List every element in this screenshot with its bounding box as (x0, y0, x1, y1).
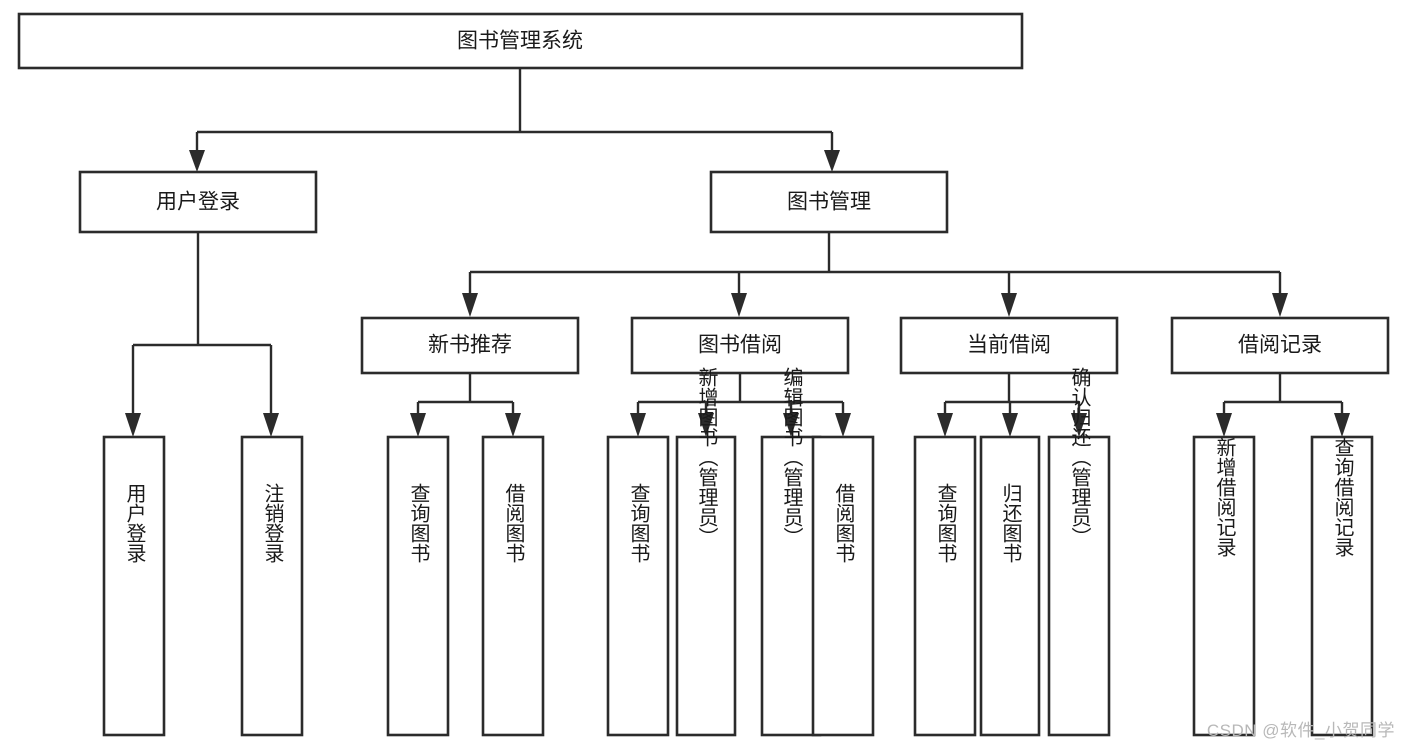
node-root[interactable]: 图书管理系统 (17, 12, 1024, 70)
leaf-add-record-box[interactable] (1192, 435, 1256, 737)
leaf-return-book-label: 归还图书 (999, 483, 1022, 563)
leaf-borrow-book-1-box[interactable] (481, 435, 545, 737)
node-book-borrow[interactable]: 图书借阅 (630, 316, 850, 375)
leaf-query-book-1[interactable]: 查询图书 (386, 435, 450, 737)
node-current-borrow-box[interactable] (899, 316, 1119, 375)
leaf-query-book-3-box[interactable] (913, 435, 977, 737)
leaf-query-book-3-label: 查询图书 (934, 483, 957, 563)
connector-current-borrow-to-leaves (937, 373, 1087, 437)
leaf-logout-login-label: 注销登录 (261, 483, 284, 563)
leaf-confirm-return-label: 确认归还（管理员） (1068, 367, 1091, 547)
leaf-user-login-label: 用户登录 (123, 483, 146, 563)
node-root-label: 图书管理系统 (457, 30, 583, 53)
leaf-confirm-return[interactable]: 确认归还（管理员） (1047, 367, 1111, 737)
leaf-add-book-box[interactable] (675, 435, 737, 737)
leaf-return-book-box[interactable] (979, 435, 1041, 737)
leaf-edit-book[interactable]: 编辑图书（管理员） (760, 367, 822, 737)
node-user-login[interactable]: 用户登录 (78, 170, 318, 234)
leaf-borrow-book-1-label: 借阅图书 (502, 483, 525, 563)
csdn-watermark: CSDN @软件_小贺同学 (1206, 721, 1395, 740)
node-new-book-recommend[interactable]: 新书推荐 (360, 316, 580, 375)
node-book-borrow-label: 图书借阅 (698, 334, 782, 357)
leaf-query-book-2-label: 查询图书 (627, 483, 650, 563)
leaf-borrow-book-2[interactable]: 借阅图书 (811, 435, 875, 737)
node-book-management-label: 图书管理 (787, 191, 871, 214)
arrow-to-book-borrow (731, 293, 747, 317)
node-user-login-box[interactable] (78, 170, 318, 234)
node-new-book-recommend-box[interactable] (360, 316, 580, 375)
leaf-borrow-book-2-label: 借阅图书 (832, 483, 855, 563)
leaf-query-record-label: 查询借阅记录 (1331, 437, 1354, 557)
node-borrow-record-label: 借阅记录 (1238, 334, 1322, 357)
leaf-query-record[interactable]: 查询借阅记录 (1310, 435, 1374, 737)
leaf-logout-login-box[interactable] (240, 435, 304, 737)
leaf-query-record-box[interactable] (1310, 435, 1374, 737)
arrow-to-new-book-recommend (462, 293, 478, 317)
connector-user-login-to-leaves (125, 232, 279, 437)
node-book-management[interactable]: 图书管理 (709, 170, 949, 234)
leaf-logout-login[interactable]: 注销登录 (240, 435, 304, 737)
arrow-to-user-login (189, 150, 205, 172)
connector-book-management-to-level3 (462, 232, 1288, 317)
leaf-add-book-label: 新增图书（管理员） (695, 367, 718, 547)
leaf-add-record[interactable]: 新增借阅记录 (1192, 435, 1256, 737)
leaf-return-book[interactable]: 归还图书 (979, 435, 1041, 737)
leaf-user-login-box[interactable] (102, 435, 166, 737)
leaf-add-record-label: 新增借阅记录 (1213, 437, 1236, 557)
leaf-query-book-2-box[interactable] (606, 435, 670, 737)
node-new-book-recommend-label: 新书推荐 (428, 334, 512, 357)
leaf-query-book-1-label: 查询图书 (407, 483, 430, 563)
node-borrow-record[interactable]: 借阅记录 (1170, 316, 1390, 375)
leaf-borrow-book-2-box[interactable] (811, 435, 875, 737)
leaf-confirm-return-box[interactable] (1047, 435, 1111, 737)
connector-borrow-record-to-leaves (1216, 373, 1350, 437)
leaf-edit-book-box[interactable] (760, 435, 822, 737)
leaf-query-book-1-box[interactable] (386, 435, 450, 737)
node-user-login-label: 用户登录 (156, 191, 240, 214)
arrow-to-book-management (824, 150, 840, 172)
leaf-add-book[interactable]: 新增图书（管理员） (675, 367, 737, 737)
arrow-to-leaf-user-login (125, 413, 141, 437)
connector-root-to-level2 (189, 68, 840, 172)
arrow-to-leaf-logout-login (263, 413, 279, 437)
node-current-borrow[interactable]: 当前借阅 (899, 316, 1119, 375)
node-current-borrow-label: 当前借阅 (967, 334, 1051, 357)
leaf-user-login[interactable]: 用户登录 (102, 435, 166, 737)
leaf-query-book-2[interactable]: 查询图书 (606, 435, 670, 737)
leaf-borrow-book-1[interactable]: 借阅图书 (481, 435, 545, 737)
connector-book-borrow-to-leaves (630, 373, 851, 437)
arrow-to-borrow-record (1272, 293, 1288, 317)
leaf-edit-book-label: 编辑图书（管理员） (780, 367, 803, 547)
leaf-query-book-3[interactable]: 查询图书 (913, 435, 977, 737)
connector-new-book-recommend-to-leaves (410, 373, 521, 437)
node-root-box[interactable] (17, 12, 1024, 70)
arrow-to-current-borrow (1001, 293, 1017, 317)
